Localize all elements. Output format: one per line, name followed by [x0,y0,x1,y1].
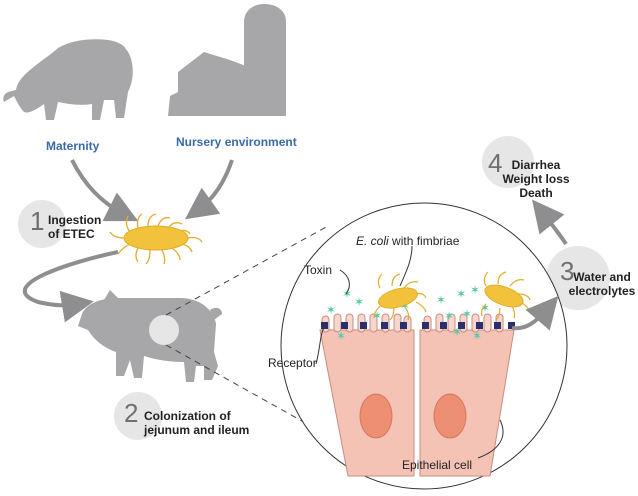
arrow-maternity [70,159,139,222]
svg-text:✶: ✶ [400,299,410,313]
nucleus-right [433,393,467,439]
svg-text:✶: ✶ [444,309,454,323]
epithelial-cell-right [419,329,515,477]
svg-text:✶: ✶ [472,329,482,343]
arrow-water [511,295,559,331]
epithelial-cell-label: Epithelial cell [402,458,473,472]
step-1-circle [18,200,66,248]
sow-icon [3,39,133,120]
leader-receptor [315,327,325,365]
svg-text:✶: ✶ [456,287,466,301]
step-1-number: 1 [30,206,45,236]
piglet-icon [78,290,222,382]
arrow-symptoms [532,199,568,246]
step-4-line-1: Diarrhea [511,158,561,172]
step-3-line-2: electrolytes [568,284,636,298]
step-4-number: 4 [488,148,503,178]
ecoli-suffix: with fimbriae [388,234,460,248]
step-2-number: 2 [124,398,139,428]
projection-line-top [165,225,329,316]
leader-toxin [339,269,350,295]
svg-text:✶: ✶ [462,307,472,321]
svg-text:✶: ✶ [336,329,346,343]
step-3-number: 3 [560,256,575,286]
ecoli-name: E. coli [356,234,389,248]
svg-text:✶: ✶ [354,295,364,309]
step-4-line-2: Weight loss [502,172,570,186]
leader-epithelial [477,419,504,459]
receptor-markers [321,322,515,329]
step-4-label: Diarrhea Weight loss Death [500,158,572,200]
nursery-label: Nursery environment [176,135,297,149]
step-1-label: Ingestion of ETEC [48,213,101,241]
step-3-circle [546,246,610,310]
step-1-line-1: Ingestion [48,213,102,227]
maternity-label: Maternity [46,139,100,153]
step-1-line-2: of ETEC [48,227,95,241]
nucleus-left [359,393,393,439]
step-2-label: Colonization of jejunum and ileum [144,409,249,437]
colonization-site-marker [149,315,179,345]
arrow-ingestion [22,250,119,323]
svg-text:✶: ✶ [452,325,462,339]
receptor-label: Receptor [268,356,317,370]
inset-bacterium-right [480,271,531,321]
arrow-nursery [184,159,234,220]
ecoli-fimbriae-label: E. coli with fimbriae [356,234,459,248]
step-2-line-1: Colonization of [144,409,231,423]
step-4-line-3: Death [519,186,553,200]
step-3-label: Water and electrolytes [566,270,638,298]
inset-bacterium-left [373,273,427,321]
epithelial-cells [319,313,515,477]
svg-text:✶: ✶ [326,303,336,317]
svg-text:✶: ✶ [436,293,446,307]
svg-text:✶: ✶ [372,309,382,323]
step-4-circle [482,136,534,188]
svg-text:✶: ✶ [470,283,480,297]
step-3-line-1: Water and [573,270,631,284]
leader-ecoli [399,245,413,287]
toxin-label: Toxin [304,263,333,277]
barn-icon [168,4,286,116]
step-2-line-2: jejunum and ileum [144,423,250,437]
bacterium-icon [109,213,203,265]
svg-text:✶: ✶ [342,287,352,301]
svg-text:✶: ✶ [480,301,490,315]
projection-line-bottom [165,344,319,431]
step-2-circle [114,392,162,440]
